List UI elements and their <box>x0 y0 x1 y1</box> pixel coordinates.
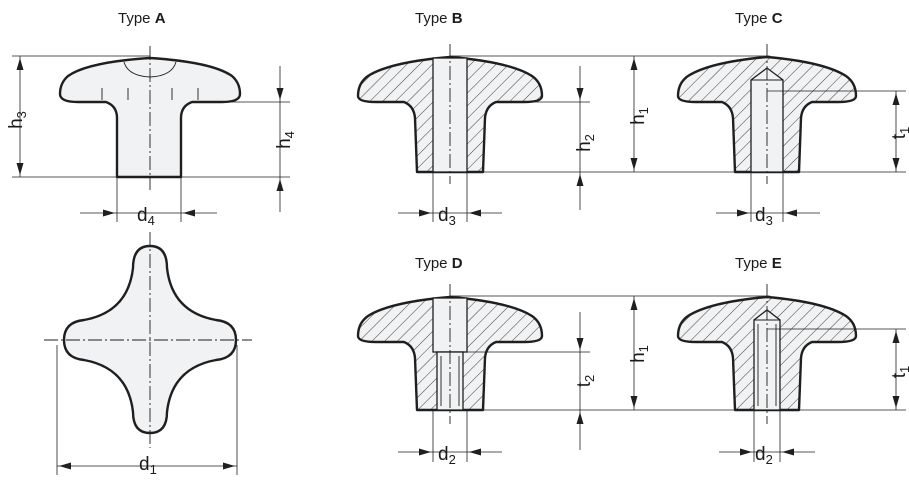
t2-dimension: t2 <box>467 312 597 450</box>
h2-dimension: h2 <box>483 66 597 210</box>
d1-dimension: d1 <box>56 345 238 477</box>
h1-bottom-label: h1 <box>628 345 651 363</box>
h1-bottom-dimension: h1 <box>450 295 770 411</box>
d1-label: d1 <box>139 454 157 477</box>
d3-b-dimension: d3 <box>398 172 502 228</box>
type-a-top-view <box>44 232 252 448</box>
d3-b-label: d3 <box>438 205 456 228</box>
type-b-section <box>356 44 544 184</box>
type-e-label: Type E <box>735 255 782 272</box>
d4-label: d4 <box>137 205 155 228</box>
h4-label: h4 <box>274 131 297 149</box>
type-c-label: Type C <box>735 10 783 27</box>
h4-dimension: h4 <box>232 66 297 212</box>
d2-d-dimension: d2 <box>398 410 502 467</box>
h3-dimension: h3 <box>6 55 290 178</box>
d2-d-label: d2 <box>438 444 456 467</box>
type-c-section <box>676 44 858 184</box>
type-d-section <box>356 284 544 424</box>
h1-top-dimension: h1 <box>450 55 770 173</box>
t1-top-dimension: t1 <box>767 90 909 173</box>
d2-e-dimension: d2 <box>719 410 815 467</box>
h3-label: h3 <box>6 111 29 129</box>
h1-top-label: h1 <box>628 107 651 125</box>
t1-bottom-label: t1 <box>889 366 909 379</box>
d4-dimension: d4 <box>80 177 217 228</box>
type-d-label: Type D <box>415 255 463 272</box>
t2-label: t2 <box>574 375 597 388</box>
t1-top-label: t1 <box>889 127 909 140</box>
type-b-label: Type B <box>415 10 463 27</box>
type-e-section <box>676 284 858 424</box>
d3-c-label: d3 <box>755 205 773 228</box>
h2-label: h2 <box>574 134 597 152</box>
t1-bottom-dimension: t1 <box>767 328 909 411</box>
d3-c-dimension: d3 <box>716 172 820 228</box>
type-a-side-view <box>58 46 242 190</box>
d2-e-label: d2 <box>755 444 773 467</box>
type-a-label: Type A <box>118 10 166 27</box>
